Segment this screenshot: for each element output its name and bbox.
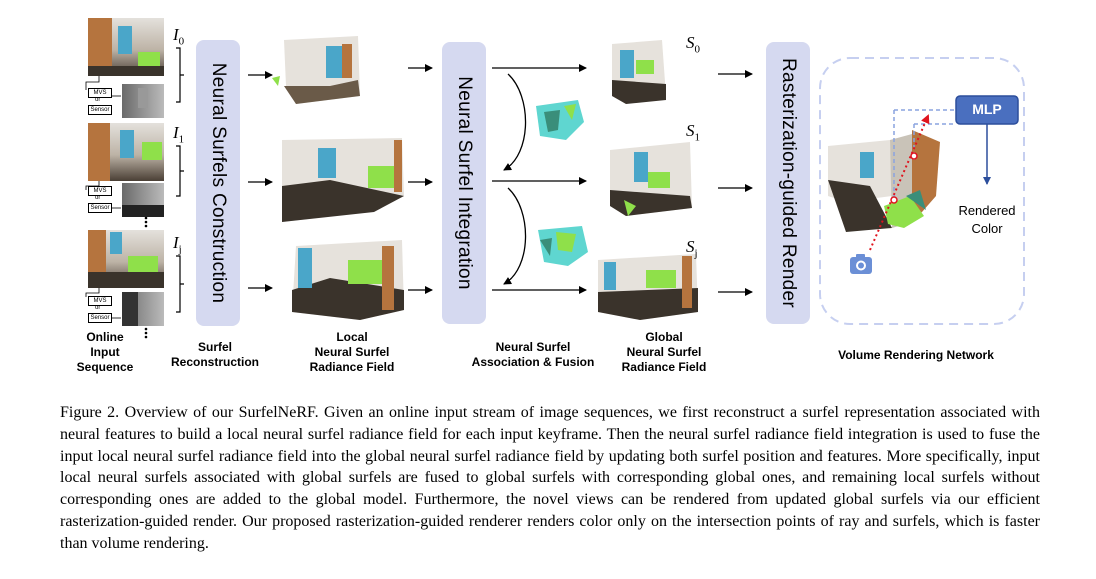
- depth-frame-1: [122, 183, 164, 217]
- rendered-color-label: Rendered Color: [958, 203, 1016, 236]
- depth-frame-j: [122, 292, 164, 326]
- surfel-index-0: S0: [686, 33, 700, 56]
- global-field-0: [612, 40, 666, 104]
- surfel-integration-label: Neural Surfel Integration: [454, 76, 475, 290]
- global-field-j: [598, 254, 698, 320]
- caption-label: Figure 2.: [60, 404, 120, 421]
- label-volume-rendering: Volume Rendering Network: [838, 348, 994, 362]
- input-frame-j: [88, 230, 164, 288]
- figure-graphics: [85, 18, 1025, 339]
- surfel-integration-panel: Neural Surfel Integration: [442, 42, 486, 324]
- camera-icon: [850, 254, 872, 274]
- association-fragment-2: [538, 226, 588, 266]
- mvs-box-1: MVS: [88, 186, 112, 196]
- camera-ray: [869, 114, 930, 251]
- or-label-0: or: [95, 97, 101, 103]
- surfels-construction-panel: Neural Surfels Construction: [196, 40, 240, 326]
- or-label-1: or: [95, 195, 101, 201]
- label-surfel-reconstruction: Surfel Reconstruction: [170, 340, 259, 369]
- sensor-box-0: Sensor: [88, 105, 112, 115]
- frame-index-j: Ij: [173, 233, 182, 256]
- surfels-construction-label: Neural Surfels Construction: [208, 62, 229, 304]
- global-field-1: [610, 142, 692, 216]
- label-local-field: Local Neural Surfel Radiance Field: [309, 330, 395, 374]
- caption-text: Overview of our SurfelNeRF. Given an onl…: [60, 404, 1041, 552]
- or-label-j: or: [95, 305, 101, 311]
- local-field-1: [282, 138, 404, 222]
- figure-caption: Figure 2. Overview of our SurfelNeRF. Gi…: [60, 402, 1040, 555]
- label-online-input: Online Input Sequence: [76, 330, 134, 374]
- rendered-scene: [828, 130, 940, 232]
- label-global-field: Global Neural Surfel Radiance Field: [621, 330, 707, 374]
- render-panel: Rasterization-guided Render: [766, 42, 810, 324]
- sensor-box-j: Sensor: [88, 313, 112, 323]
- local-field-0: [272, 36, 360, 104]
- local-field-j: [292, 240, 404, 320]
- volume-rendering-box: [819, 57, 1025, 325]
- association-fragment-1: [536, 100, 584, 140]
- label-association: Neural Surfel Association & Fusion: [471, 340, 595, 369]
- surfel-index-1: S1: [686, 121, 700, 144]
- input-frame-0: [88, 18, 164, 76]
- mlp-label: MLP: [972, 101, 1002, 117]
- frame-index-0: I0: [173, 25, 185, 48]
- input-frame-1: [88, 123, 164, 181]
- mvs-box-j: MVS: [88, 296, 112, 306]
- sensor-box-1: Sensor: [88, 203, 112, 213]
- frame-index-1: I1: [173, 123, 185, 146]
- depth-frame-0: [122, 84, 164, 118]
- sample-point-1: [910, 152, 918, 160]
- surfel-index-j: Sj: [686, 237, 698, 260]
- sample-point-2: [890, 196, 898, 204]
- mvs-box-0: MVS: [88, 88, 112, 98]
- pipeline-figure: Neural Surfels Construction Neural Surfe…: [76, 18, 1025, 374]
- render-label: Rasterization-guided Render: [778, 58, 799, 308]
